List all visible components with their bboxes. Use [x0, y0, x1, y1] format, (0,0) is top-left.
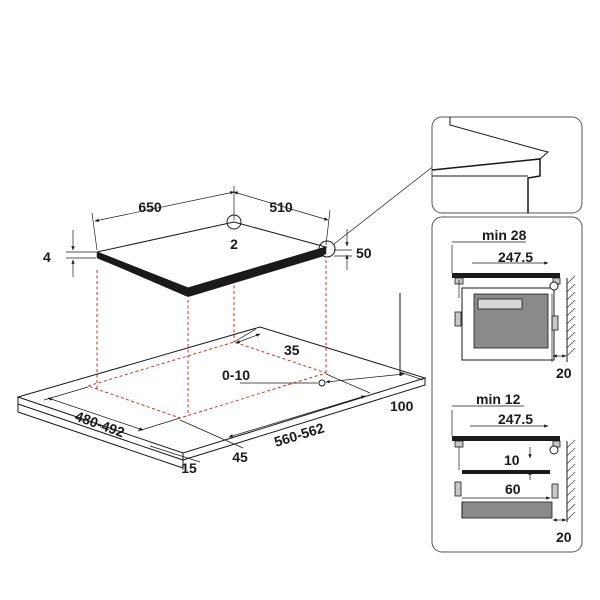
dim-depth-label: 510: [269, 199, 293, 215]
dim-depth: 510: [233, 191, 331, 246]
section-drawer-wall-label: 20: [556, 529, 572, 545]
corner-cut-label: 0-10: [222, 367, 250, 383]
corner-radius-marker: 2: [226, 214, 242, 252]
dim-side-clearance-label: 35: [284, 342, 300, 358]
section-oven-height-label: 247.5: [498, 249, 533, 265]
dim-thickness-label: 4: [43, 249, 51, 265]
section-drawer-gap-label: 10: [504, 452, 520, 468]
section-panel: min 28 247.5: [431, 216, 583, 553]
corner-radius-label: 2: [230, 236, 238, 252]
edge-detail-marker: 50: [318, 164, 436, 270]
dim-cutout-depth: 480-492: [43, 386, 181, 441]
section-oven-min-label: min 28: [482, 227, 527, 243]
edge-detail-panel: [431, 116, 583, 214]
section-oven-wall-label: 20: [556, 365, 572, 381]
hob-plate: [95, 221, 328, 297]
dim-thickness: 4: [43, 230, 96, 277]
wall-hatch-top: [566, 275, 576, 357]
edge-detail-label: 50: [356, 245, 372, 261]
dim-cutout-width: 560-562: [228, 373, 371, 450]
dim-rear-clearance: 100: [325, 371, 424, 414]
section-drawer-height-label: 247.5: [498, 411, 533, 427]
dim-front: 15 45: [149, 419, 248, 476]
dim-side-clearance: 35: [233, 328, 300, 358]
section-drawer-min-label: min 12: [476, 391, 521, 407]
section-drawer-depth-label: 60: [505, 481, 521, 497]
dim-width: 650: [91, 186, 235, 251]
corner-cut: 0-10: [222, 367, 326, 387]
dim-cutout-depth-label: 480-492: [73, 408, 127, 441]
section-oven: min 28 247.5: [451, 227, 576, 381]
dim-rear-clearance-label: 100: [390, 398, 414, 414]
wall-hatch-bottom: [566, 439, 576, 521]
dim-front-edge-label: 15: [181, 460, 197, 476]
main-drawing: 650 510 2 50 4: [16, 164, 436, 476]
section-drawer: min 12 247.5 10 60: [451, 391, 576, 545]
dim-front-clearance-label: 45: [232, 449, 248, 465]
dim-width-label: 650: [138, 199, 162, 215]
